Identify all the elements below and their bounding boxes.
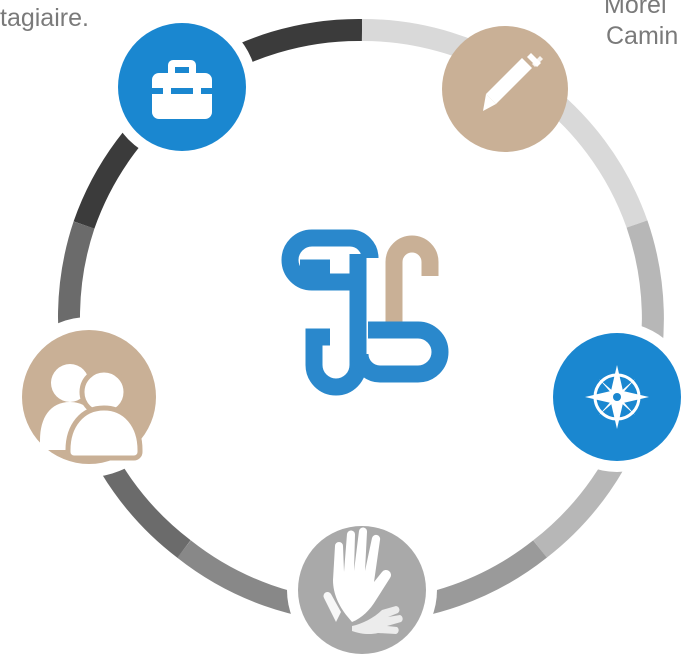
compass-icon: [585, 365, 649, 429]
edge-text-top-right-line2: Camin: [606, 22, 679, 50]
edge-text-top-left: tagiaire.: [0, 4, 89, 32]
edge-text-top-right-line1: Morel: [604, 0, 667, 19]
node-compass: [542, 322, 691, 472]
pen-icon: [483, 53, 543, 111]
users-icon: [40, 364, 143, 461]
briefcase-icon: [152, 60, 212, 119]
knot-logo-icon: [281, 229, 449, 396]
logo-left-stem: [305, 254, 367, 396]
hands-icon: [323, 527, 403, 635]
node-pen: [442, 26, 568, 152]
node-briefcase: [107, 12, 257, 162]
node-hands: [287, 515, 437, 657]
logo-top-right-loop: [385, 235, 439, 323]
logo-bottom-right-loop: [351, 321, 449, 383]
node-users: [9, 317, 169, 477]
logo-top-left-loop: [281, 229, 379, 291]
